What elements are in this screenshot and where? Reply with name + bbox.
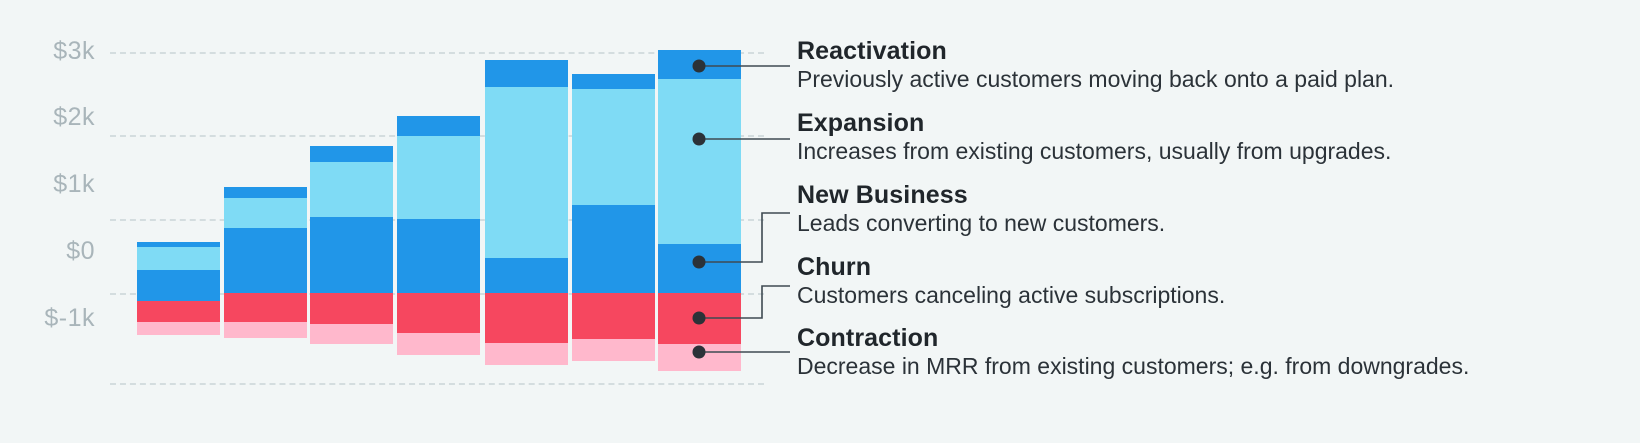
segment-contraction[interactable] xyxy=(137,322,220,335)
segment-reactivation[interactable] xyxy=(310,146,393,162)
segment-churn[interactable] xyxy=(572,293,655,339)
segment-new-business[interactable] xyxy=(658,244,741,293)
segment-churn[interactable] xyxy=(310,293,393,324)
segment-churn[interactable] xyxy=(224,293,307,322)
legend-title-reactivation: Reactivation xyxy=(797,37,947,65)
bar-column-highlighted[interactable] xyxy=(658,0,741,443)
bar-column[interactable] xyxy=(572,0,655,443)
segment-churn[interactable] xyxy=(397,293,480,333)
y-axis-label-3k: $3k xyxy=(53,37,95,65)
segment-reactivation[interactable] xyxy=(137,242,220,247)
legend-item-churn[interactable]: Churn Customers canceling active subscri… xyxy=(797,254,1640,309)
segment-reactivation[interactable] xyxy=(658,50,741,79)
legend-title-contraction: Contraction xyxy=(797,324,939,352)
bar-column[interactable] xyxy=(224,0,307,443)
y-axis-label-2k: $2k xyxy=(53,103,95,131)
segment-contraction[interactable] xyxy=(658,344,741,371)
segment-expansion[interactable] xyxy=(485,87,568,258)
y-axis-label-1k: $1k xyxy=(53,170,95,198)
y-axis-label-0: $0 xyxy=(66,237,95,265)
segment-new-business[interactable] xyxy=(572,205,655,293)
bar-column[interactable] xyxy=(397,0,480,443)
segment-contraction[interactable] xyxy=(224,322,307,338)
segment-new-business[interactable] xyxy=(310,217,393,293)
segment-new-business[interactable] xyxy=(397,219,480,293)
segment-expansion[interactable] xyxy=(137,247,220,270)
segment-expansion[interactable] xyxy=(224,198,307,228)
segment-reactivation[interactable] xyxy=(485,60,568,87)
legend-title-expansion: Expansion xyxy=(797,109,925,137)
segment-contraction[interactable] xyxy=(485,343,568,365)
segment-new-business[interactable] xyxy=(137,270,220,301)
bar-column[interactable] xyxy=(310,0,393,443)
legend-item-reactivation[interactable]: Reactivation Previously active customers… xyxy=(797,38,1640,93)
y-axis-label-minus-1k: $-1k xyxy=(44,304,95,332)
segment-churn[interactable] xyxy=(658,293,741,344)
segment-contraction[interactable] xyxy=(572,339,655,361)
segment-reactivation[interactable] xyxy=(224,187,307,198)
legend-description-new-business: Leads converting to new customers. xyxy=(797,210,1166,237)
segment-contraction[interactable] xyxy=(310,324,393,344)
legend-description-churn: Customers canceling active subscriptions… xyxy=(797,282,1226,309)
legend-description-expansion: Increases from existing customers, usual… xyxy=(797,138,1392,165)
stacked-bar-chart: $3k $2k $1k $0 $-1k xyxy=(0,0,790,443)
legend-item-new-business[interactable]: New Business Leads converting to new cus… xyxy=(797,182,1640,237)
legend-item-expansion[interactable]: Expansion Increases from existing custom… xyxy=(797,110,1640,165)
legend-description-reactivation: Previously active customers moving back … xyxy=(797,66,1395,93)
segment-churn[interactable] xyxy=(137,301,220,322)
legend-title-churn: Churn xyxy=(797,253,872,281)
segment-contraction[interactable] xyxy=(397,333,480,355)
bar-column[interactable] xyxy=(485,0,568,443)
segment-churn[interactable] xyxy=(485,293,568,343)
segment-reactivation[interactable] xyxy=(572,74,655,89)
gridline-minus-1k xyxy=(110,383,764,385)
legend-description-contraction: Decrease in MRR from existing customers;… xyxy=(797,353,1470,380)
legend-title-new-business: New Business xyxy=(797,181,968,209)
segment-reactivation[interactable] xyxy=(397,116,480,136)
segment-new-business[interactable] xyxy=(485,258,568,293)
bar-column[interactable] xyxy=(137,0,220,443)
gridline-3k xyxy=(110,52,764,54)
segment-expansion[interactable] xyxy=(572,89,655,205)
legend-descriptions: Reactivation Previously active customers… xyxy=(797,0,1640,443)
segment-new-business[interactable] xyxy=(224,228,307,293)
segment-expansion[interactable] xyxy=(658,79,741,244)
segment-expansion[interactable] xyxy=(397,136,480,219)
legend-item-contraction[interactable]: Contraction Decrease in MRR from existin… xyxy=(797,325,1640,380)
segment-expansion[interactable] xyxy=(310,162,393,217)
